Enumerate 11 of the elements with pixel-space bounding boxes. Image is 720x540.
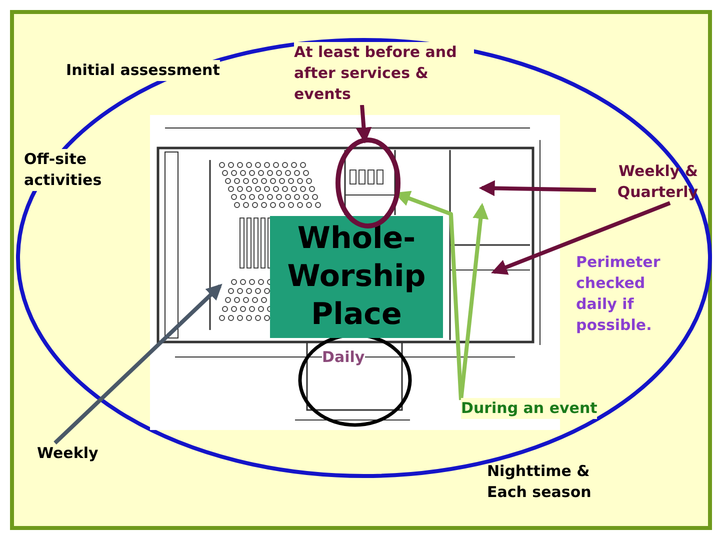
note-label: Nighttime & Each season bbox=[487, 461, 617, 503]
arrow bbox=[478, 180, 596, 196]
arrow bbox=[459, 202, 489, 400]
note-label: During an event bbox=[461, 398, 598, 419]
note-label: Initial assessment bbox=[66, 60, 220, 81]
arrow bbox=[54, 284, 222, 444]
arrow bbox=[394, 190, 463, 400]
note-label: Perimeter checked daily if possible. bbox=[576, 252, 676, 336]
title-box: Whole-Worship Place bbox=[270, 216, 443, 338]
note-label: At least before and after services & events bbox=[294, 42, 474, 105]
note-label: Weekly bbox=[37, 443, 98, 464]
